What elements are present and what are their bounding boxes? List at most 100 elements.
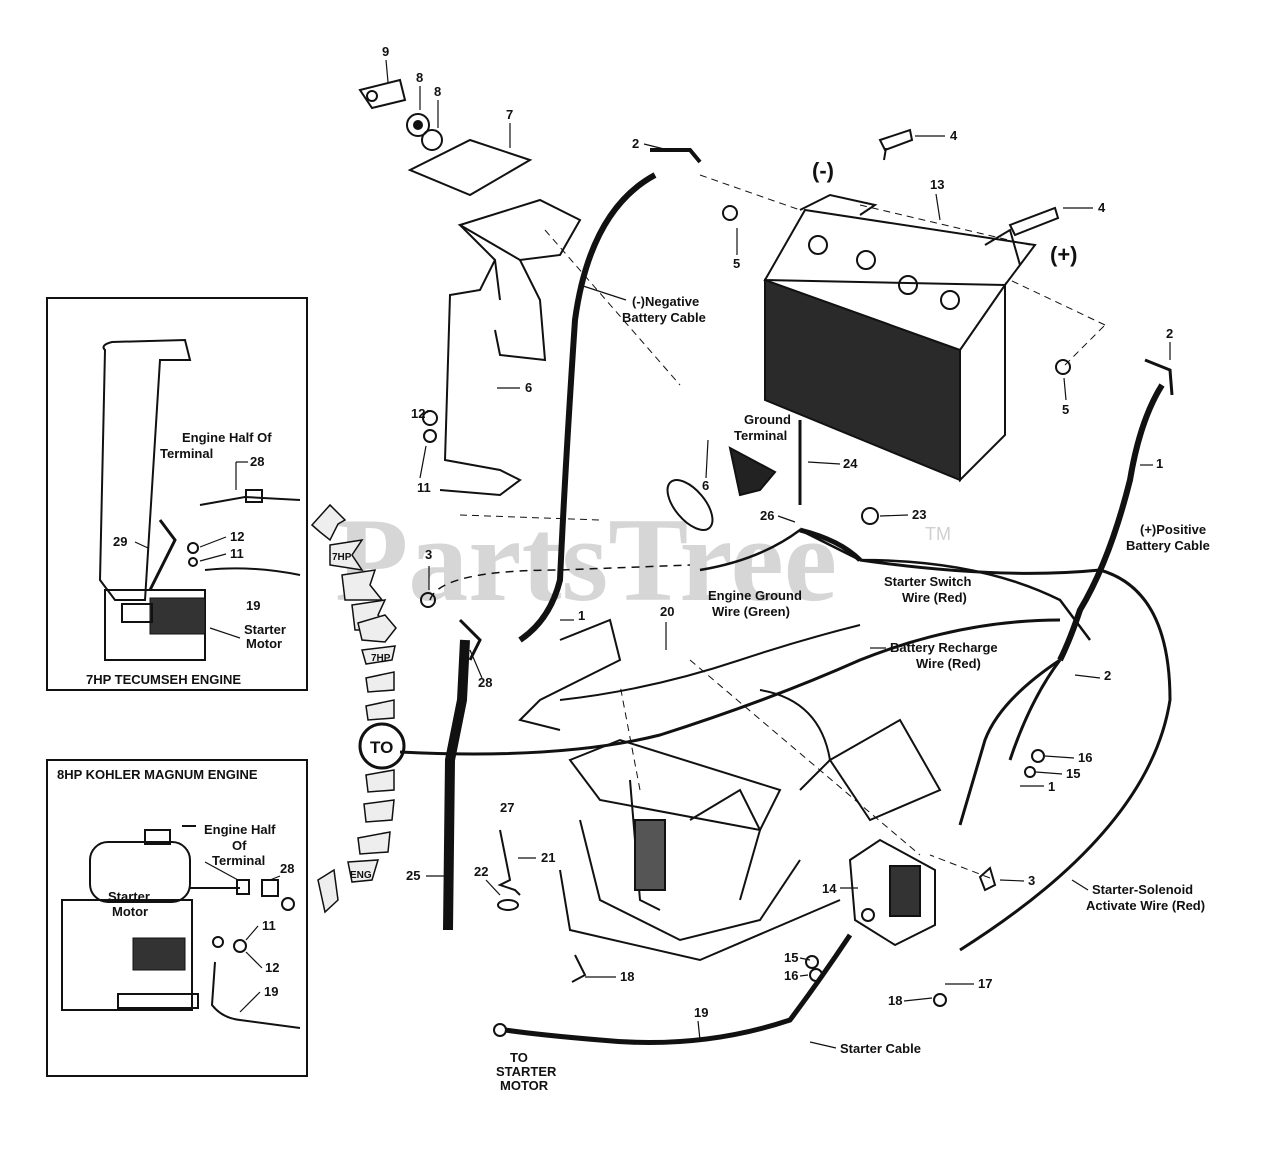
to-circle-label: TO (370, 738, 393, 757)
callout-1a: 1 (1156, 456, 1163, 471)
inset8-callout-28: 28 (280, 861, 294, 876)
inset8-label-engine-half-1: Engine Half (204, 822, 276, 837)
callout-25: 25 (406, 868, 420, 883)
label-to-starter-2: STARTER (496, 1064, 557, 1079)
callout-1b: 1 (578, 608, 585, 623)
inset7-callout-11: 11 (230, 546, 244, 561)
watermark-tm: TM (925, 524, 951, 544)
callout-12: 12 (411, 406, 425, 421)
callout-28: 28 (478, 675, 492, 690)
label-to-starter-1: TO (510, 1050, 528, 1065)
callout-16b: 16 (784, 968, 798, 983)
inset8-leaders (204, 861, 281, 1013)
callout-2c: 2 (1104, 668, 1111, 683)
dashed-leaders (459, 174, 1106, 879)
callout-5b: 5 (1062, 402, 1069, 417)
arrow-label-7hp-1: 7HP (332, 552, 352, 563)
label-pos-cable-1: (+)Positive (1140, 522, 1206, 537)
callout-22: 22 (474, 864, 488, 879)
callout-23: 23 (912, 507, 926, 522)
inset8-callout-19: 19 (264, 984, 278, 999)
callout-20: 20 (660, 604, 674, 619)
leader-neg-cable (579, 284, 627, 301)
callout-27: 27 (500, 800, 514, 815)
inset7-leaders (134, 461, 248, 639)
watermark: PartsTree (335, 493, 837, 626)
negative-symbol: (-) (812, 158, 834, 183)
inset7-callout-19: 19 (246, 598, 260, 613)
hardware (420, 128, 1071, 1007)
label-starter-cable: Starter Cable (840, 1041, 921, 1056)
callout-7: 7 (506, 107, 513, 122)
ignition-module (518, 618, 942, 962)
callout-6a: 6 (525, 380, 532, 395)
arrow-label-7hp-2: 7HP (371, 653, 391, 664)
callout-3a: 3 (425, 547, 432, 562)
inset8-label-starter-1: Starter (108, 889, 150, 904)
callout-17: 17 (978, 976, 992, 991)
callout-6b: 6 (702, 478, 709, 493)
label-neg-cable-1: (-)Negative (632, 294, 699, 309)
callout-4b: 4 (1098, 200, 1106, 215)
inset7-callout-28: 28 (250, 454, 264, 469)
battery (763, 193, 1037, 483)
inset-8hp (46, 759, 308, 1077)
leader-starter-cable (809, 1041, 837, 1049)
callout-19: 19 (694, 1005, 708, 1020)
starter-solenoid (848, 838, 936, 947)
label-neg-cable-2: Battery Cable (622, 310, 706, 325)
label-solenoid-1: Starter-Solenoid (1092, 882, 1193, 897)
callout-15a: 15 (1066, 766, 1080, 781)
arrow-column (310, 503, 397, 914)
callout-9: 9 (382, 44, 389, 59)
inset-7hp (46, 297, 308, 691)
callout-3b: 3 (1028, 873, 1035, 888)
inset7-label-engine-half-2: Terminal (160, 446, 213, 461)
label-engine-ground-2: Wire (Green) (712, 604, 790, 619)
callout-8b: 8 (434, 84, 441, 99)
label-starter-switch-1: Starter Switch (884, 574, 971, 589)
inset7-callout-12: 12 (230, 529, 244, 544)
inset8-callout-12: 12 (265, 960, 279, 975)
leader-solenoid (1071, 879, 1089, 891)
callout-14: 14 (822, 881, 837, 896)
inset7-label-starter-1: Starter (244, 622, 286, 637)
inset8-title: 8HP KOHLER MAGNUM ENGINE (57, 767, 258, 782)
inset8-label-starter-2: Motor (112, 904, 148, 919)
arrow-label-eng: ENG (350, 870, 372, 881)
label-recharge-1: Battery Recharge (890, 640, 998, 655)
label-starter-switch-2: Wire (Red) (902, 590, 967, 605)
callout-13: 13 (930, 177, 944, 192)
positive-symbol: (+) (1050, 242, 1078, 267)
callout-16a: 16 (1078, 750, 1092, 765)
inset7-title: 7HP TECUMSEH ENGINE (86, 672, 241, 687)
label-to-starter-3: MOTOR (500, 1078, 549, 1093)
callout-2a: 2 (632, 136, 639, 151)
label-ground-terminal-2: Terminal (734, 428, 787, 443)
callout-1c: 1 (1048, 779, 1055, 794)
inset7-label-starter-2: Motor (246, 636, 282, 651)
label-engine-ground-1: Engine Ground (708, 588, 802, 603)
label-recharge-2: Wire (Red) (916, 656, 981, 671)
to-circle (358, 722, 406, 770)
inset8-label-engine-half-2: Of (232, 838, 247, 853)
callout-15b: 15 (784, 950, 798, 965)
callout-18a: 18 (620, 969, 634, 984)
callout-4a: 4 (950, 128, 958, 143)
callout-24: 24 (843, 456, 858, 471)
label-solenoid-2: Activate Wire (Red) (1086, 898, 1205, 913)
callout-2b: 2 (1166, 326, 1173, 341)
callout-11: 11 (417, 480, 431, 495)
label-ground-terminal-1: Ground (744, 412, 791, 427)
inset8-label-engine-half-3: Terminal (212, 853, 265, 868)
label-pos-cable-2: Battery Cable (1126, 538, 1210, 553)
callout-leaders (385, 59, 1171, 1041)
callout-18b: 18 (888, 993, 902, 1008)
inset7-label-engine-half-1: Engine Half Of (182, 430, 272, 445)
key-switch (358, 78, 582, 497)
callout-26: 26 (760, 508, 774, 523)
callout-21: 21 (541, 850, 555, 865)
callout-5a: 5 (733, 256, 740, 271)
